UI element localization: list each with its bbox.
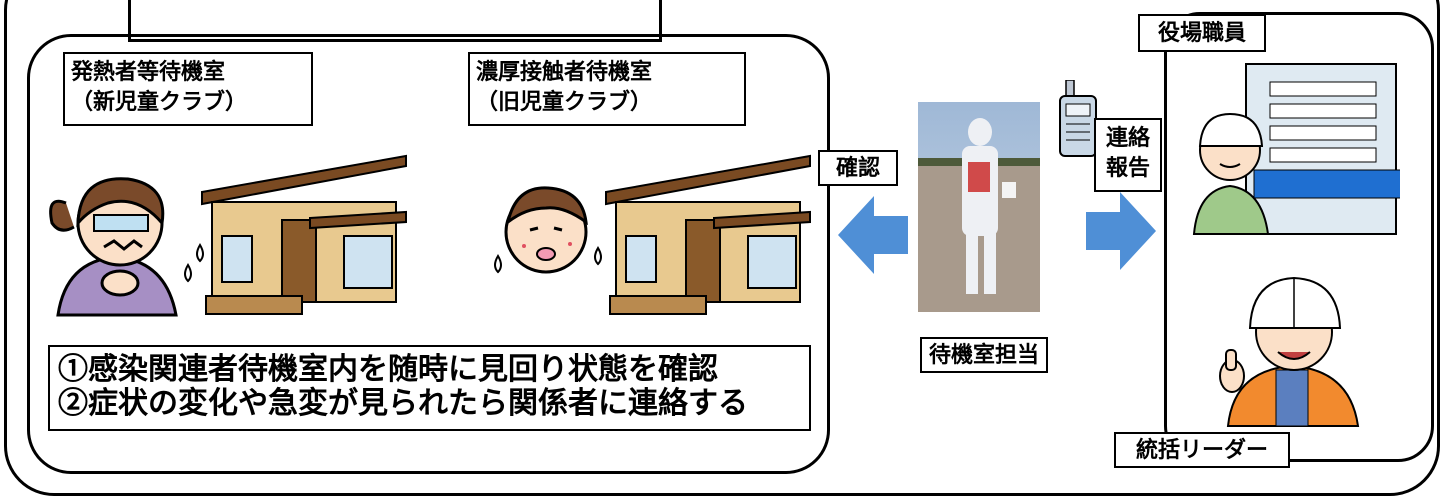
left-arrow-icon [838,196,908,274]
fever-room-subtitle: （新児童クラブ） [71,89,248,115]
task-2: ②症状の変化や急変が見られたら関係者に連絡する [58,386,748,421]
staff-area [1164,12,1434,462]
report-label-line2: 報告 [1105,155,1150,181]
fever-room-label: 発熱者等待機室 （新児童クラブ） [63,52,313,126]
leader-illustration [1219,276,1360,427]
office-staff-label: 役場職員 [1138,14,1266,52]
contact-room-house [605,154,811,315]
task-description-box: ①感染関連者待機室内を随時に見回り状態を確認 ②症状の変化や急変が見られたら関係… [48,345,811,431]
contact-room-title: 濃厚接触者待機室 [476,59,653,85]
waiting-room-area [27,34,830,474]
waiting-room-staff-photo [918,102,1040,312]
right-arrow-icon [1086,192,1156,270]
task-1: ①感染関連者待機室内を随時に見回り状態を確認 [58,352,718,387]
outer-frame [4,0,1440,496]
confirm-label: 確認 [818,150,898,186]
contact-person-illustration [494,186,602,274]
fever-room-house [201,154,407,315]
leader-label: 統括リーダー [1114,432,1290,468]
sick-person-illustration [49,177,204,317]
contact-room-label: 濃厚接触者待機室 （旧児童クラブ） [468,52,746,126]
waiting-room-staff-label: 待機室担当 [920,337,1048,373]
contact-room-subtitle: （旧児童クラブ） [476,89,653,115]
report-label: 連絡 報告 [1094,118,1162,192]
report-label-line1: 連絡 [1105,125,1150,151]
office-staff-illustration [1192,63,1400,235]
fever-room-title: 発熱者等待機室 [71,59,226,85]
